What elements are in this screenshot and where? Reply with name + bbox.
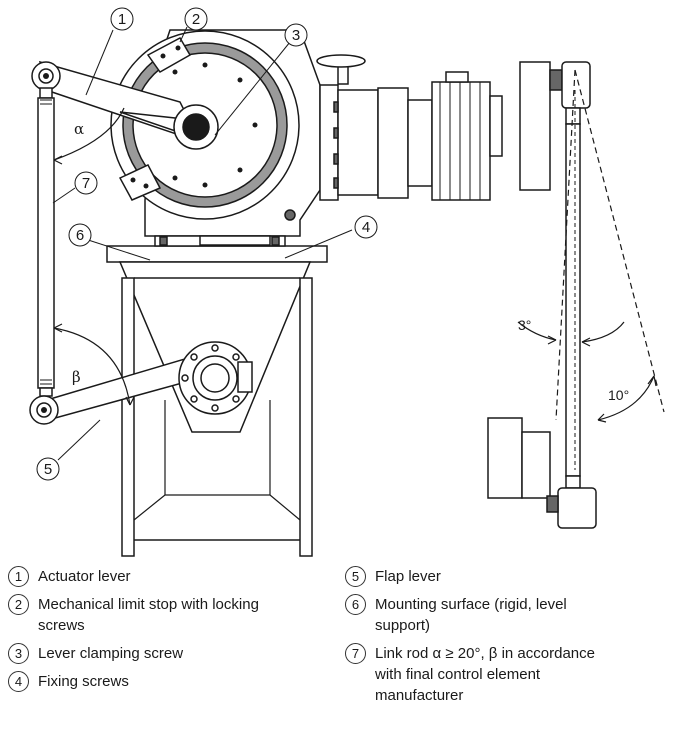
- legend-text: Mounting surface (rigid, level support): [375, 596, 567, 634]
- legend-text: Lever clamping screw: [38, 645, 184, 662]
- legend-text: Fixing screws: [38, 673, 129, 690]
- legend-number: 1: [8, 566, 29, 587]
- actuator-lever: [31, 60, 219, 150]
- legend-number: 3: [8, 643, 29, 664]
- legend-number: 6: [345, 594, 366, 615]
- legend-text: Flap lever: [375, 568, 441, 585]
- callout-4: 4: [354, 215, 378, 239]
- svg-text:1: 1: [118, 11, 126, 28]
- ten-degree-label: 10°: [608, 387, 629, 403]
- callout-5: 5: [36, 457, 60, 481]
- legend-column-left: 1 Actuator lever 2 Mechanical limit stop…: [0, 566, 330, 699]
- callouts: 1 2 3 4 5 6 7: [36, 7, 378, 481]
- legend-number: 7: [345, 643, 366, 664]
- flap-lever: [29, 341, 253, 425]
- legend-item-7: 7 Link rod α ≥ 20°, β in accordance with…: [337, 643, 615, 706]
- legend-number: 5: [345, 566, 366, 587]
- legend-number: 2: [8, 594, 29, 615]
- legend-item-1: 1 Actuator lever: [0, 566, 330, 587]
- callout-3: 3: [284, 23, 308, 47]
- legend-item-6: 6 Mounting surface (rigid, level support…: [337, 594, 605, 636]
- svg-text:7: 7: [82, 175, 90, 192]
- svg-text:6: 6: [76, 227, 84, 244]
- legend-item-3: 3 Lever clamping screw: [0, 643, 330, 664]
- callout-6: 6: [68, 223, 92, 247]
- svg-text:4: 4: [362, 219, 370, 236]
- legend-item-2: 2 Mechanical limit stop with locking scr…: [0, 594, 268, 636]
- svg-text:2: 2: [192, 11, 200, 28]
- callout-2: 2: [184, 7, 208, 31]
- callout-7: 7: [74, 171, 98, 195]
- legend-number: 4: [8, 671, 29, 692]
- beta-label: β: [72, 368, 81, 386]
- legend: 1 Actuator lever 2 Mechanical limit stop…: [0, 566, 675, 731]
- legend-item-5: 5 Flap lever: [337, 566, 667, 587]
- alpha-label: α: [74, 120, 84, 138]
- legend-column-right: 5 Flap lever 6 Mounting surface (rigid, …: [337, 566, 667, 713]
- callout-1: 1: [110, 7, 134, 31]
- svg-text:3: 3: [292, 27, 300, 44]
- legend-text: Link rod α ≥ 20°, β in accordance with f…: [375, 645, 595, 704]
- side-view: [487, 61, 665, 529]
- mounting-diagram: 1 2 3 4 5 6 7 α β 3° 10°: [29, 7, 665, 557]
- three-degree-label: 3°: [518, 317, 531, 333]
- legend-item-4: 4 Fixing screws: [0, 671, 330, 692]
- svg-text:5: 5: [44, 461, 52, 478]
- legend-text: Mechanical limit stop with locking screw…: [38, 596, 259, 634]
- legend-text: Actuator lever: [38, 568, 131, 585]
- link-rod: [37, 87, 55, 397]
- angle-arcs: [53, 107, 135, 406]
- leader-lines: [52, 26, 353, 461]
